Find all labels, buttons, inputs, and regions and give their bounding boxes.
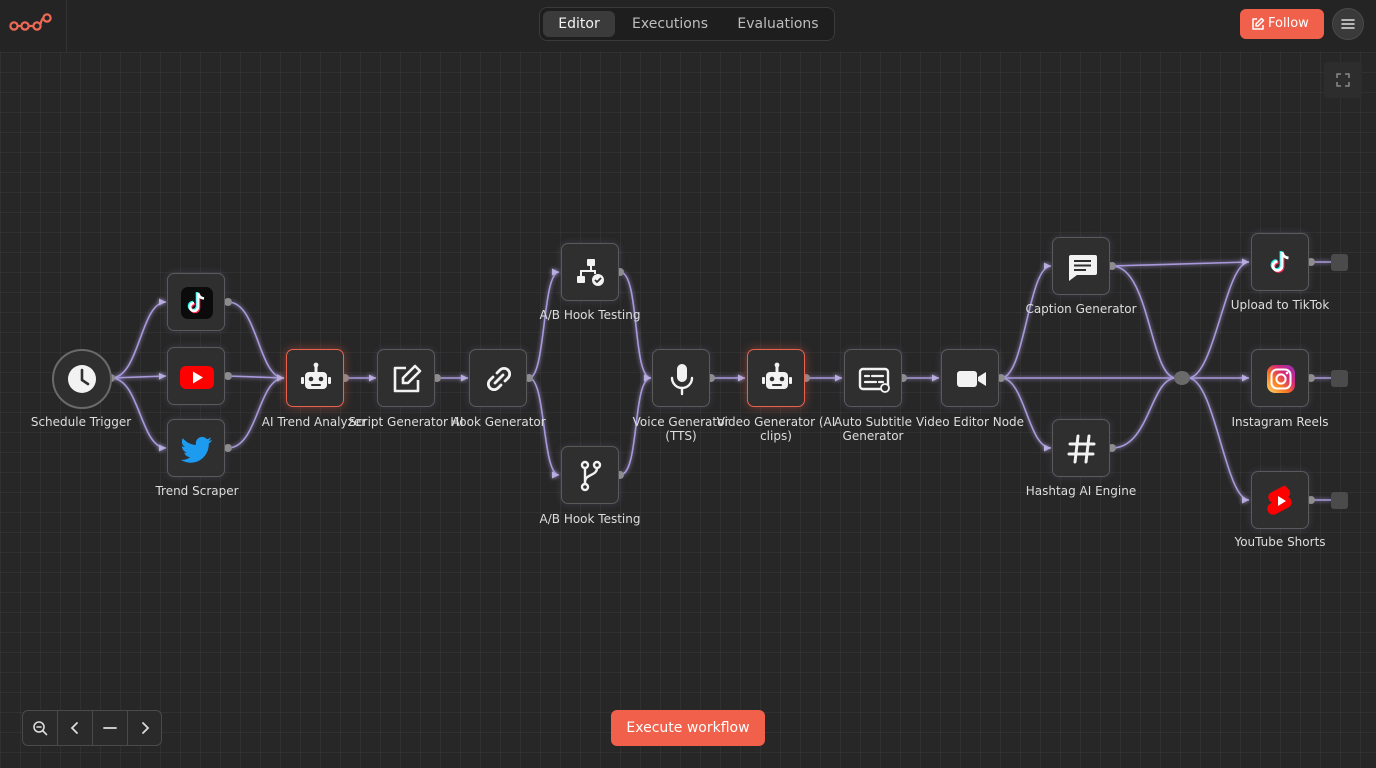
follow-button[interactable]: Follow [1240,9,1324,39]
view-tabs: Editor Executions Evaluations [539,7,835,41]
logo[interactable] [0,0,67,52]
forward-button[interactable] [128,711,162,745]
tiktok-icon [1270,251,1289,273]
controls-divider [127,711,128,745]
ab-hook-testing-a-label: A/B Hook Testing [539,308,641,322]
ab-hook-testing-b-node[interactable] [561,446,619,504]
add-node-placeholder[interactable] [1331,254,1348,271]
hashtag-engine-label: Hashtag AI Engine [1025,484,1137,498]
voice-generator-label: Voice Generator (TTS) [632,415,730,443]
auto-subtitle-label: Auto Subtitle Generator [834,415,912,443]
follow-label: Follow [1268,16,1309,31]
instagram-icon [1267,365,1295,393]
video-camera-icon [957,371,986,387]
ai-trend-analyzer-node[interactable] [286,349,344,407]
fullscreen-icon [1336,73,1350,87]
ai-trend-analyzer-label: AI Trend Analyzer [261,415,367,429]
menu-button[interactable] [1332,8,1364,40]
hook-generator-label: Hook Generator [450,415,546,429]
n8n-logo-icon [9,13,52,31]
zoom-out-button[interactable] [93,711,127,745]
back-button[interactable] [58,711,92,745]
fit-view-button[interactable] [1324,62,1362,98]
robot-icon [301,362,331,389]
add-node-placeholder[interactable] [1331,370,1348,387]
tiktok-icon [181,287,213,319]
top-bar: Editor Executions Evaluations Follow [0,0,1376,53]
tab-editor[interactable]: Editor [543,11,615,37]
clock-icon [68,365,96,393]
sitemap-check-icon [577,259,604,286]
script-generator-node[interactable] [377,349,435,407]
edit-icon [393,364,422,393]
controls-divider [92,711,93,745]
video-editor-node[interactable] [941,349,999,407]
hashtag-icon [1067,434,1096,464]
link-icon [486,366,512,392]
voice-generator-node[interactable] [652,349,710,407]
workflow-canvas[interactable] [0,52,1376,768]
edit-icon [1252,17,1265,30]
chevron-left-icon [70,722,78,734]
youtube-shorts-label: YouTube Shorts [1234,535,1326,549]
git-branch-icon [580,460,602,492]
hashtag-engine-node[interactable] [1052,419,1110,477]
hook-generator-node[interactable] [469,349,527,407]
chat-icon [1069,255,1097,281]
tab-executions[interactable]: Executions [632,16,708,32]
instagram-reels-node[interactable] [1251,349,1309,407]
upload-tiktok-label: Upload to TikTok [1230,298,1330,312]
minus-icon [103,727,117,729]
schedule-trigger-node[interactable] [52,349,112,409]
robot-icon [762,362,792,389]
youtube-icon [180,366,214,389]
video-generator-label: Video Generator (AI clips) [716,415,836,443]
subtitles-icon [858,367,890,393]
upload-tiktok-node[interactable] [1251,233,1309,291]
merge-junction [1174,371,1190,385]
ab-hook-testing-a-node[interactable] [561,243,619,301]
video-editor-label: Video Editor Node [915,415,1025,429]
tab-evaluations[interactable]: Evaluations [737,16,819,32]
tiktok-source-node[interactable] [167,273,225,331]
chevron-right-icon [142,722,150,734]
controls-divider [57,711,58,745]
youtube-source-node[interactable] [167,347,225,405]
hamburger-icon [1341,19,1355,29]
twitter-icon [180,436,212,463]
instagram-reels-label: Instagram Reels [1231,415,1329,429]
trigger-label: Schedule Trigger [30,415,132,429]
trend-scraper-node[interactable] [167,419,225,477]
canvas-controls [22,710,162,746]
zoom-button[interactable] [23,711,57,745]
zoom-icon [33,721,48,736]
trend-scraper-label: Trend Scraper [155,484,239,498]
caption-generator-node[interactable] [1052,237,1110,295]
script-generator-label: Script Generator AI [348,415,464,429]
microphone-icon [670,364,694,396]
video-generator-node[interactable] [747,349,805,407]
caption-generator-label: Caption Generator [1025,302,1137,316]
ab-hook-testing-b-label: A/B Hook Testing [539,512,641,526]
youtube-shorts-icon [1267,485,1292,515]
auto-subtitle-node[interactable] [844,349,902,407]
add-node-placeholder[interactable] [1331,492,1348,509]
youtube-shorts-node[interactable] [1251,471,1309,529]
execute-workflow-button[interactable]: Execute workflow [611,710,765,746]
